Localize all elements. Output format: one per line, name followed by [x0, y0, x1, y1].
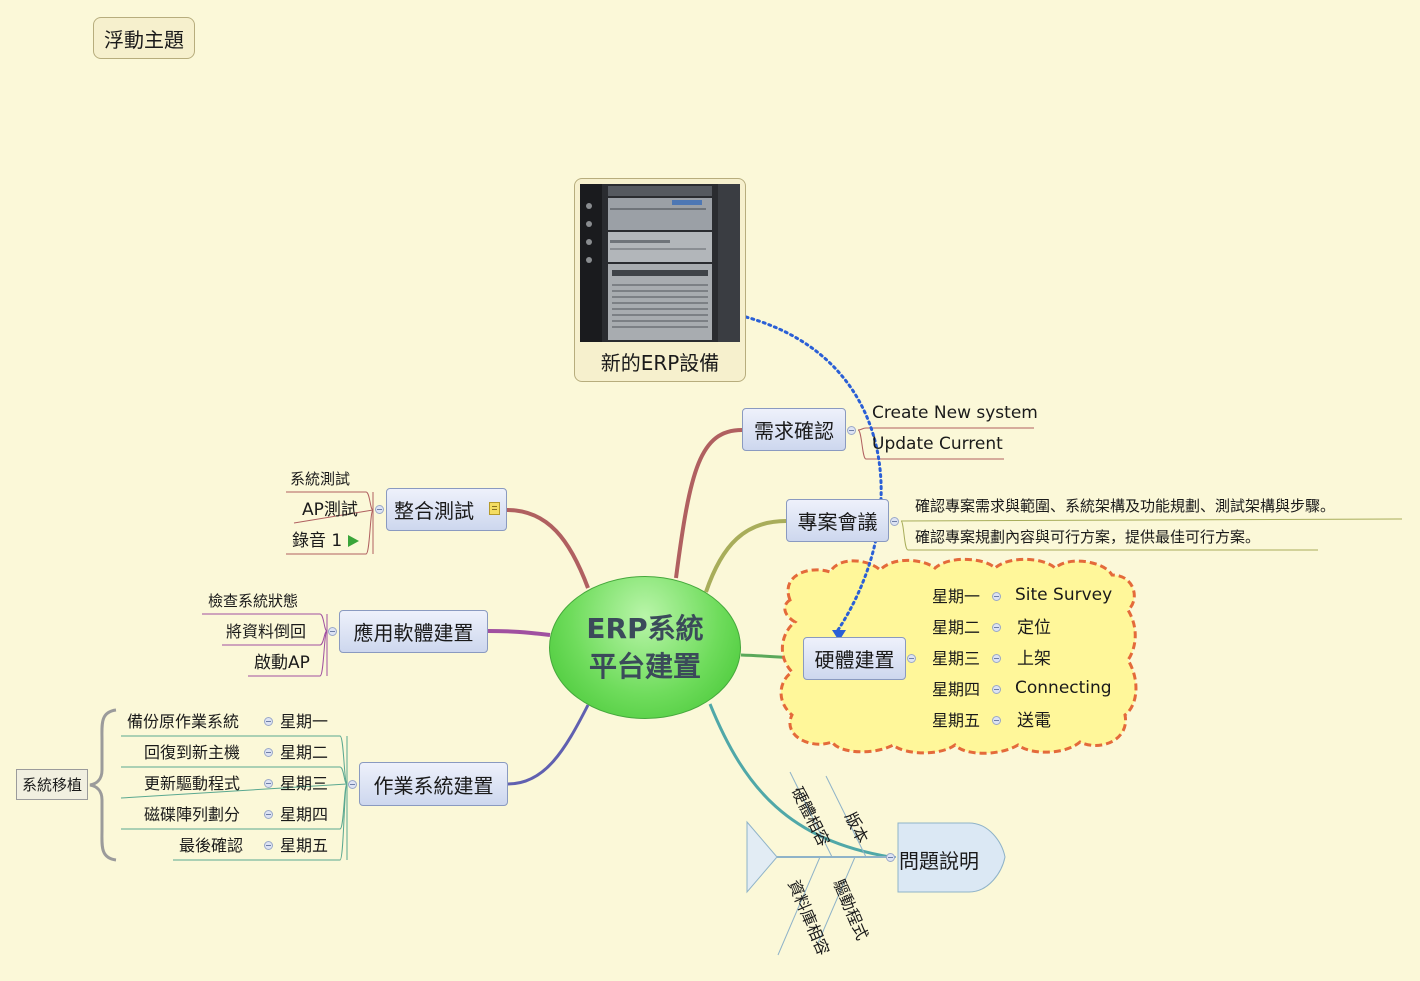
hardware-task-connecting[interactable]: Connecting	[1015, 678, 1112, 698]
floating-topic[interactable]: 浮動主題	[93, 17, 195, 59]
os-task-restore[interactable]: 回復到新主機	[144, 743, 241, 762]
subtopic-meeting-scope[interactable]: 確認專案需求與範圍、系統架構及功能規劃、測試架構與步驟。	[915, 497, 1336, 515]
hardware-task-rack[interactable]: 上架	[1017, 649, 1051, 669]
collapse-toggle-os[interactable]	[348, 780, 357, 789]
central-topic-line1: ERP系統	[586, 611, 704, 645]
central-topic-line2: 平台建置	[588, 649, 701, 683]
collapse-toggle-os-wed[interactable]	[264, 779, 273, 788]
image-topic-caption: 新的ERP設備	[600, 351, 720, 375]
collapse-toggle-os-fri[interactable]	[264, 841, 273, 850]
subtopic-restore-data[interactable]: 將資料倒回	[226, 622, 307, 641]
os-day-mon[interactable]: 星期一	[280, 712, 329, 731]
boundary-brace	[89, 708, 117, 862]
hardware-day-wed[interactable]: 星期三	[932, 649, 981, 668]
subtopic-check-system-status[interactable]: 檢查系統狀態	[208, 592, 299, 610]
relationship-line	[744, 315, 883, 632]
collapse-toggle-os-tue[interactable]	[264, 748, 273, 757]
topic-project-meeting[interactable]: 專案會議	[786, 499, 889, 542]
collapse-toggle-os-thu[interactable]	[264, 810, 273, 819]
topic-os-build[interactable]: 作業系統建置	[359, 762, 508, 806]
hardware-day-fri[interactable]: 星期五	[932, 711, 981, 730]
os-day-fri[interactable]: 星期五	[280, 836, 329, 855]
topic-hardware[interactable]: 硬體建置	[803, 637, 906, 680]
topic-application-software[interactable]: 應用軟體建置	[339, 610, 488, 653]
collapse-toggle-problem[interactable]	[886, 853, 895, 862]
subtopic-recording[interactable]: 錄音 1	[292, 531, 343, 551]
image-topic[interactable]: 新的ERP設備	[574, 178, 746, 382]
subtopic-create-new-system[interactable]: Create New system	[872, 403, 1038, 423]
topic-integration-test-label: 整合測試	[394, 499, 474, 523]
subtopic-system-test[interactable]: 系統測試	[290, 470, 351, 488]
collapse-toggle-os-mon[interactable]	[264, 717, 273, 726]
subtopic-start-ap[interactable]: 啟動AP	[254, 653, 310, 673]
hardware-day-thu[interactable]: 星期四	[932, 680, 981, 699]
play-icon[interactable]	[348, 535, 359, 547]
boundary-label-migration[interactable]: 系統移植	[16, 769, 88, 800]
collapse-toggle-hw-mon[interactable]	[992, 592, 1001, 601]
collapse-toggle-hw-wed[interactable]	[992, 654, 1001, 663]
note-icon[interactable]	[489, 502, 500, 515]
os-task-drivers[interactable]: 更新驅動程式	[144, 774, 241, 793]
central-topic[interactable]: ERP系統 平台建置	[549, 576, 741, 719]
collapse-toggle-requirements[interactable]	[847, 426, 856, 435]
collapse-toggle-application[interactable]	[328, 627, 337, 636]
hardware-task-power-on[interactable]: 送電	[1017, 711, 1051, 731]
os-task-raid[interactable]: 磁碟陣列劃分	[144, 805, 241, 824]
topic-integration-test[interactable]: 整合測試	[386, 488, 507, 531]
topic-problem-description[interactable]: 問題說明	[899, 849, 979, 873]
collapse-toggle-integration[interactable]	[375, 505, 384, 514]
subtopic-update-current[interactable]: Update Current	[872, 434, 1003, 454]
server-rack-image	[580, 184, 740, 342]
os-day-tue[interactable]: 星期二	[280, 743, 329, 762]
hardware-task-site-survey[interactable]: Site Survey	[1015, 585, 1113, 605]
os-task-backup[interactable]: 備份原作業系統	[127, 712, 240, 731]
subtopic-ap-test[interactable]: AP測試	[302, 500, 358, 520]
collapse-toggle-hw-tue[interactable]	[992, 623, 1001, 632]
topic-requirements[interactable]: 需求確認	[742, 408, 846, 451]
fishbone-head	[897, 822, 1006, 893]
os-task-final-check[interactable]: 最後確認	[179, 836, 244, 855]
collapse-toggle-hardware[interactable]	[907, 654, 916, 663]
os-day-thu[interactable]: 星期四	[280, 805, 329, 824]
collapse-toggle-meeting[interactable]	[890, 517, 899, 526]
hardware-day-mon[interactable]: 星期一	[932, 587, 981, 606]
collapse-toggle-hw-fri[interactable]	[992, 716, 1001, 725]
subtopic-meeting-plan[interactable]: 確認專案規劃內容與可行方案，提供最佳可行方案。	[915, 528, 1261, 546]
hardware-day-tue[interactable]: 星期二	[932, 618, 981, 637]
hardware-task-position[interactable]: 定位	[1017, 618, 1051, 638]
os-day-wed[interactable]: 星期三	[280, 774, 329, 793]
cloud-boundary	[779, 557, 1138, 755]
collapse-toggle-hw-thu[interactable]	[992, 685, 1001, 694]
